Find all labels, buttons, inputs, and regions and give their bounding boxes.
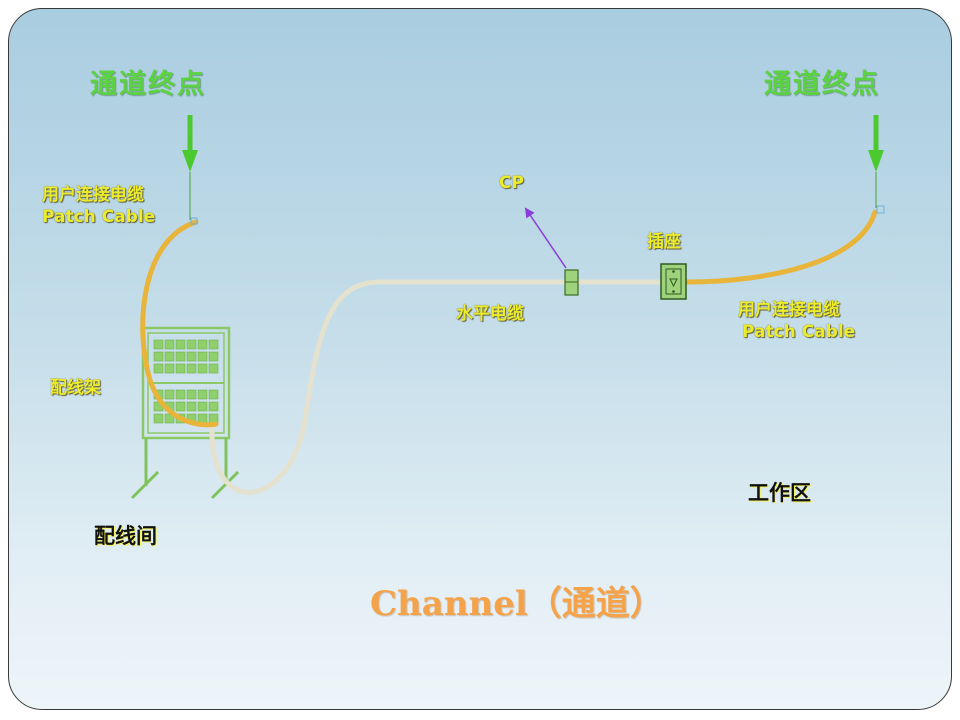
diagram-title: Channel（通道） bbox=[370, 584, 664, 624]
left-patch-cable-en: Patch Cable bbox=[42, 207, 156, 227]
left-endpoint-label: 通道终点 bbox=[90, 69, 206, 100]
right-patch-cable-en: Patch Cable bbox=[742, 322, 856, 342]
right-patch-cable-cn: 用户连接电缆 bbox=[738, 300, 840, 320]
left-patch-cable-cn: 用户连接电缆 bbox=[42, 185, 144, 205]
right-patch-cable bbox=[683, 209, 878, 285]
right-patch-cable-label: 用户连接电缆 Patch Cable bbox=[738, 299, 855, 343]
outlet-label: 插座 bbox=[647, 232, 681, 252]
panel-ports-bottom bbox=[153, 389, 219, 424]
horizontal-cable-label: 水平电缆 bbox=[456, 304, 524, 324]
consolidation-point-icon bbox=[564, 269, 579, 296]
right-endpoint-arrow-icon bbox=[868, 115, 885, 214]
cp-label: CP bbox=[499, 173, 524, 193]
work-area-label: 工作区 bbox=[748, 481, 811, 505]
rack-legs bbox=[130, 438, 240, 500]
telecom-room-label: 配线间 bbox=[94, 524, 157, 548]
cp-pointer-arrow bbox=[524, 207, 567, 269]
panel-ports-top bbox=[153, 339, 219, 374]
patch-panel-rack bbox=[130, 326, 240, 500]
outlet-socket-icon bbox=[660, 263, 687, 300]
patch-panel-label: 配线架 bbox=[50, 378, 101, 398]
left-endpoint-arrow-icon bbox=[182, 115, 198, 225]
left-patch-cable-label: 用户连接电缆 Patch Cable bbox=[42, 184, 155, 228]
horizontal-cable bbox=[209, 279, 666, 495]
right-endpoint-label: 通道终点 bbox=[764, 69, 880, 100]
left-patch-cable bbox=[140, 219, 219, 428]
